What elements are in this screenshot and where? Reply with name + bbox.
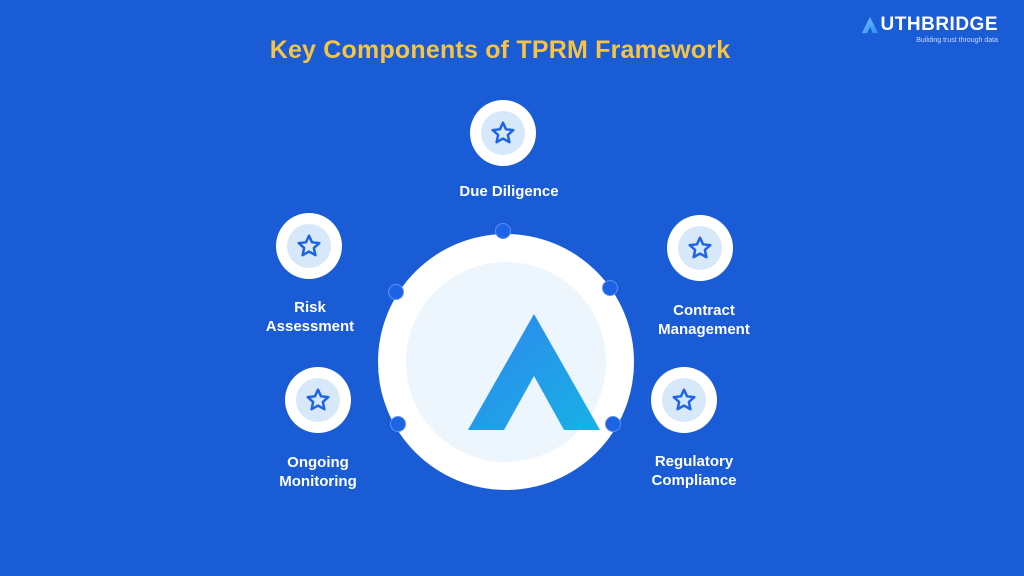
star-icon (297, 234, 321, 257)
brand-logo: UTHBRIDGE Building trust through data (838, 14, 998, 44)
star-icon (491, 121, 515, 144)
star-icon (306, 388, 330, 411)
label-due-diligence: Due Diligence (459, 183, 559, 200)
label-ongoing-monitoring: Ongoing Monitoring (279, 454, 357, 490)
connector-dot-contract-management (602, 280, 618, 296)
connector-dot-risk-assessment (388, 284, 404, 300)
brand-a-icon (861, 16, 878, 34)
node-regulatory-compliance (651, 367, 717, 433)
central-hub (378, 234, 634, 490)
node-risk-assessment (276, 213, 342, 279)
connector-dot-regulatory-compliance (605, 416, 621, 432)
connector-dot-ongoing-monitoring (390, 416, 406, 432)
connector-dot-due-diligence (495, 223, 511, 239)
node-ongoing-monitoring (285, 367, 351, 433)
label-contract-management: Contract Management (658, 302, 750, 338)
star-icon (688, 236, 712, 259)
brand-tagline: Building trust through data (916, 37, 998, 44)
node-due-diligence (470, 100, 536, 166)
star-icon (672, 388, 696, 411)
node-contract-management (667, 215, 733, 281)
label-risk-assessment: Risk Assessment (265, 299, 355, 335)
page-title: Key Components of TPRM Framework (269, 36, 731, 64)
authbridge-a-logo-icon (468, 314, 600, 430)
brand-name: UTHBRIDGE (880, 14, 998, 35)
label-regulatory-compliance: Regulatory Compliance (651, 453, 737, 489)
